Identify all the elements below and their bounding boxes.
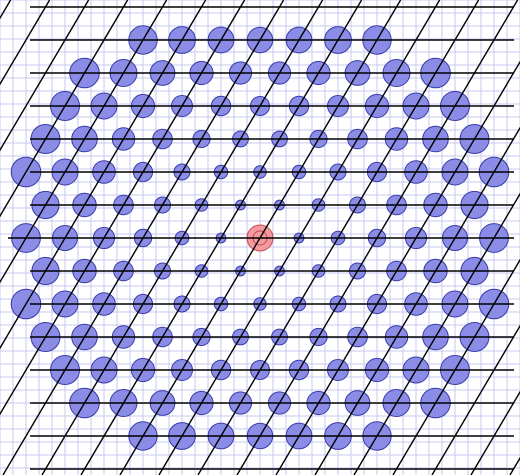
lattice-slant-line: [119, 0, 402, 475]
lattice-slant-line: [0, 0, 246, 416]
lattice-slant-line: [158, 0, 441, 475]
lattice-slant-line: [392, 258, 520, 475]
lattice-slant-line: [2, 0, 285, 475]
lattice-slant-line: [0, 0, 207, 350]
lattice-slant-line: [0, 0, 90, 152]
lattice-slant-line: [41, 0, 324, 475]
lattice-slant-line: [0, 0, 51, 86]
lattice-slant-line: [80, 0, 363, 475]
lattice-slant-line: [0, 0, 168, 284]
lattice-slant-line: [431, 324, 520, 475]
lattice-slant-line: [236, 0, 519, 475]
lattice-slant-line: [353, 192, 520, 475]
lattice-slant-line: [275, 60, 520, 475]
lattice-slant-line: [314, 126, 520, 475]
lattice-slant-line: [197, 0, 480, 475]
lattice-slant-line: [0, 0, 129, 218]
lattice-slant-line: [470, 390, 520, 475]
